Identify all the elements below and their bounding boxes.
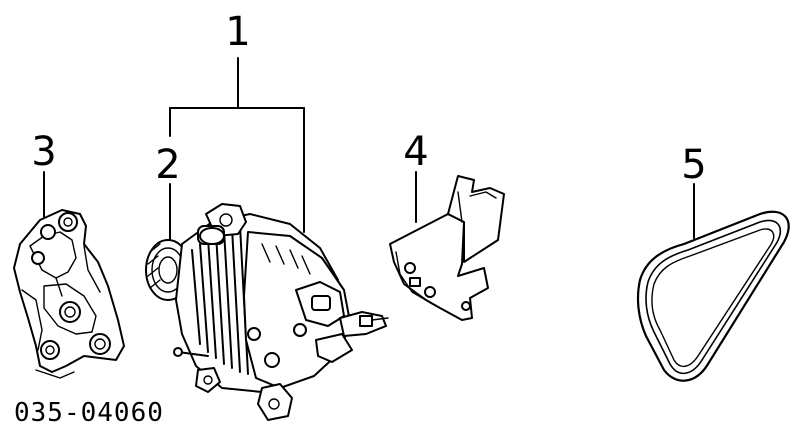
- drive-belt: [636, 210, 790, 382]
- alternator-assembly: [145, 203, 389, 421]
- mounting-plate: [389, 175, 505, 321]
- diagram-part-number: 035-04060: [14, 398, 164, 428]
- callout-1: 1: [225, 9, 250, 55]
- callout-5: 5: [681, 142, 706, 188]
- leader-lines: [43, 57, 695, 241]
- callout-4: 4: [403, 129, 428, 175]
- callout-2: 2: [155, 142, 180, 188]
- alternator-bracket: [13, 209, 125, 379]
- callout-3: 3: [31, 129, 56, 175]
